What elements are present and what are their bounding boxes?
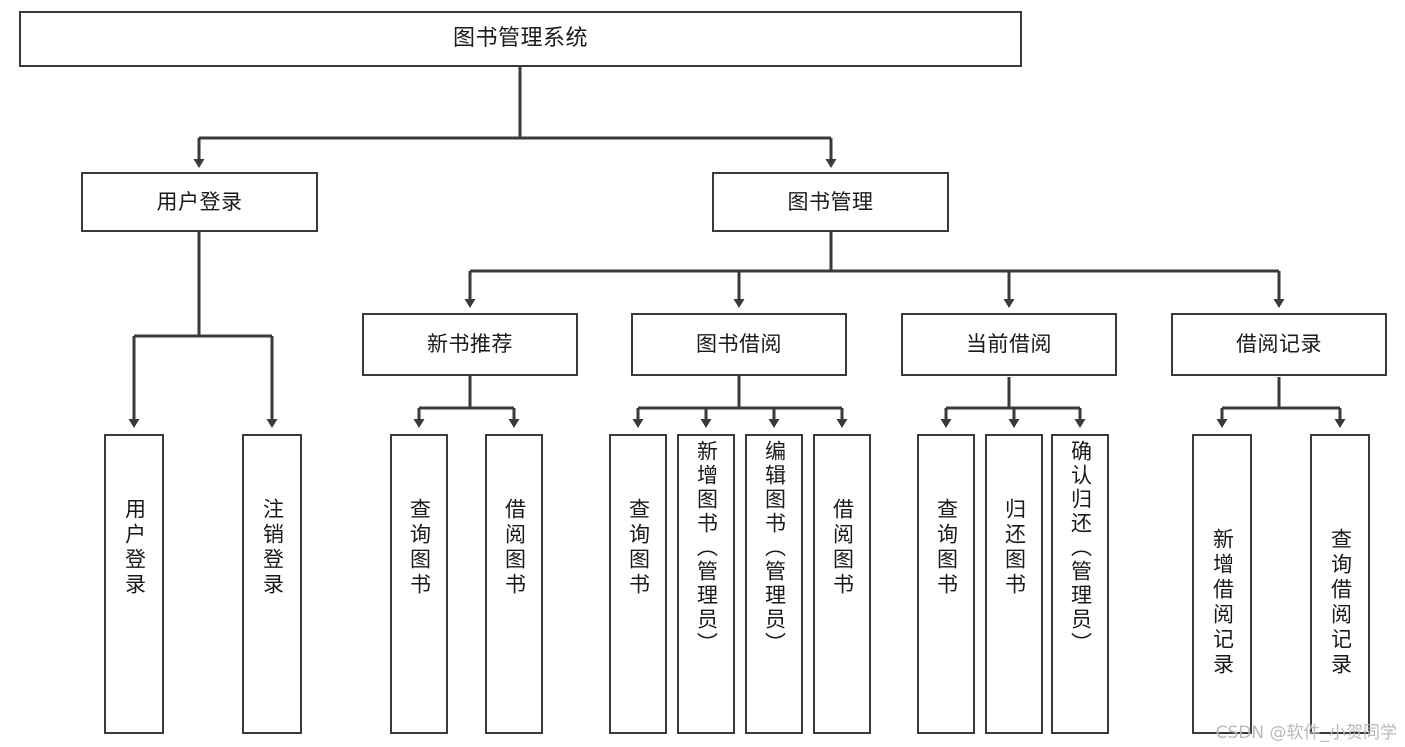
node-label: 当前借阅 — [966, 332, 1052, 357]
leaf-book-borrow-borrow-book[interactable]: 借阅图书 — [813, 434, 871, 734]
leaf-book-borrow-edit-book-admin[interactable]: 编辑图书（管理员） — [745, 434, 803, 734]
node-root-book-management-system[interactable]: 图书管理系统 — [19, 11, 1022, 67]
node-label: 用户登录 — [156, 189, 243, 214]
leaf-borrow-record-query-record[interactable]: 查询借阅记录 — [1310, 434, 1370, 734]
node-label: 借阅记录 — [1236, 332, 1322, 357]
node-label: 新书推荐 — [427, 332, 513, 357]
leaf-book-borrow-add-book-admin[interactable]: 新增图书（管理员） — [677, 434, 735, 734]
node-label: 图书管理系统 — [452, 26, 588, 52]
csdn-watermark: CSDN @软件_小贺同学 — [1215, 723, 1397, 743]
node-label: 用户登录 — [122, 498, 147, 598]
node-current-borrow[interactable]: 当前借阅 — [901, 313, 1117, 376]
node-label: 借阅图书 — [830, 498, 855, 598]
node-label: 查询借阅记录 — [1328, 528, 1353, 678]
leaf-user-login-logout[interactable]: 注销登录 — [242, 434, 302, 734]
leaf-book-borrow-query-book[interactable]: 查询图书 — [609, 434, 667, 734]
leaf-current-borrow-return-book[interactable]: 归还图书 — [985, 434, 1043, 734]
node-label: 编辑图书（管理员） — [762, 440, 787, 656]
leaf-new-book-borrow-book[interactable]: 借阅图书 — [485, 434, 543, 734]
node-label: 新增图书（管理员） — [694, 440, 719, 656]
node-label: 图书借阅 — [696, 332, 782, 357]
node-label: 注销登录 — [260, 498, 285, 598]
node-label: 归还图书 — [1002, 498, 1027, 598]
node-label: 图书管理 — [787, 189, 874, 214]
node-label: 确认归还（管理员） — [1068, 440, 1093, 656]
node-user-login[interactable]: 用户登录 — [81, 172, 318, 232]
leaf-new-book-query-book[interactable]: 查询图书 — [390, 434, 448, 734]
leaf-current-borrow-confirm-return-admin[interactable]: 确认归还（管理员） — [1051, 434, 1109, 734]
node-borrow-record[interactable]: 借阅记录 — [1171, 313, 1387, 376]
leaf-user-login-login[interactable]: 用户登录 — [104, 434, 164, 734]
node-book-borrow[interactable]: 图书借阅 — [631, 313, 847, 376]
leaf-current-borrow-query-book[interactable]: 查询图书 — [917, 434, 975, 734]
node-label: 新增借阅记录 — [1210, 528, 1235, 678]
node-label: 借阅图书 — [502, 498, 527, 598]
node-new-book-recommend[interactable]: 新书推荐 — [362, 313, 578, 376]
node-label: 查询图书 — [407, 498, 432, 598]
node-label: 查询图书 — [934, 498, 959, 598]
leaf-borrow-record-add-record[interactable]: 新增借阅记录 — [1192, 434, 1252, 734]
node-label: 查询图书 — [626, 498, 651, 598]
node-book-management[interactable]: 图书管理 — [712, 172, 949, 232]
